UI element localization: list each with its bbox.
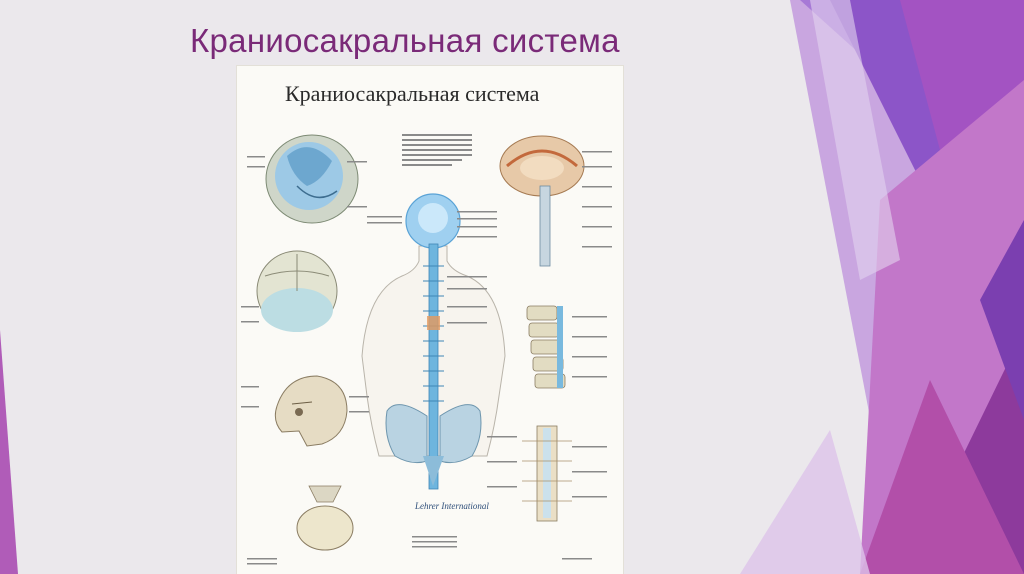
skull-side-illustration <box>274 375 348 447</box>
brain-sagittal-illustration <box>499 135 585 267</box>
poster-illustration <box>241 134 612 565</box>
cranial-base-illustration <box>296 485 354 551</box>
pelvis-illustration <box>385 404 482 486</box>
skull-top-illustration <box>256 250 338 332</box>
spinal-cord-illustration <box>428 243 439 490</box>
poster-title: Краниосакральная система <box>285 81 540 106</box>
slide-title: Краниосакральная система <box>190 22 620 59</box>
publisher-logo: Lehrer International <box>415 501 489 511</box>
anatomy-poster: Краниосакральная система <box>237 66 623 574</box>
skull-membranes-illustration <box>265 134 359 224</box>
spinal-segment-illustration <box>522 425 572 522</box>
